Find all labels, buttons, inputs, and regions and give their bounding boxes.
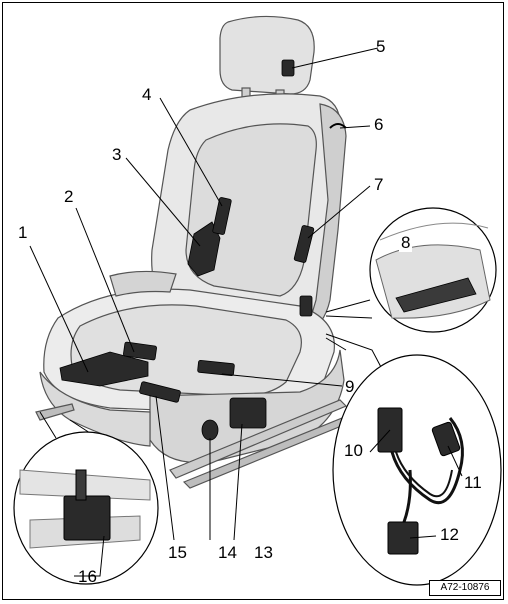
cushion-bolster (109, 270, 177, 297)
side-plug (299, 295, 313, 317)
leader-2 (75, 207, 135, 353)
leader-1 (29, 245, 89, 373)
callout-5: 5 (376, 37, 386, 56)
detail-16 (13, 411, 159, 585)
harness-connector (197, 359, 235, 377)
leader-16 (74, 535, 105, 577)
callout-10: 10 (344, 441, 363, 460)
backrest-connector-4 (212, 197, 232, 235)
leader-7 (307, 185, 371, 239)
leader-10 (369, 429, 391, 453)
backrest-connector-3 (187, 221, 221, 277)
harness-plug-12 (387, 521, 419, 555)
seat-rail (169, 399, 348, 479)
leader-13 (233, 423, 243, 541)
leader-15 (155, 395, 175, 541)
leader-4 (159, 97, 223, 207)
seat-control-switch (229, 397, 267, 429)
detail-harness (325, 333, 502, 586)
figure-code: A72-10876 (429, 580, 501, 596)
cushion-connector (139, 381, 181, 403)
leader-9 (221, 373, 343, 387)
leader-3 (125, 157, 201, 247)
leader-5 (291, 47, 379, 69)
side-connector (293, 225, 315, 263)
callout-12: 12 (440, 525, 459, 544)
callout-6: 6 (374, 115, 384, 134)
figure-border (2, 2, 504, 600)
harness-wire (395, 451, 453, 498)
callout-8: 8 (399, 233, 413, 252)
seat-rail-left (35, 403, 75, 421)
rotary-knob (201, 419, 219, 441)
callout-16: 16 (78, 567, 97, 586)
backrest-panel (185, 123, 317, 297)
detail-8 (325, 207, 497, 333)
harness-wire (402, 469, 412, 523)
callout-15: 15 (168, 543, 187, 562)
leader-11 (447, 445, 463, 477)
seat-heating-element (59, 351, 149, 387)
callout-11: 11 (464, 473, 482, 492)
headrest (219, 15, 315, 95)
callout-7: 7 (374, 175, 384, 194)
callout-2: 2 (64, 187, 74, 206)
callout-3: 3 (112, 145, 122, 164)
callout-1: 1 (18, 223, 28, 242)
callout-9: 9 (345, 377, 355, 396)
leader-6 (339, 125, 371, 129)
components (59, 59, 347, 441)
callout-14: 14 (218, 543, 237, 562)
connector-16 (63, 495, 111, 541)
callout-4: 4 (142, 85, 152, 104)
leader-12 (409, 535, 437, 539)
backrest-clip (329, 123, 347, 129)
callout-13: 13 (254, 543, 273, 562)
leader-lines (29, 47, 463, 577)
harness-wire (390, 417, 464, 505)
seat-frame (39, 371, 151, 447)
